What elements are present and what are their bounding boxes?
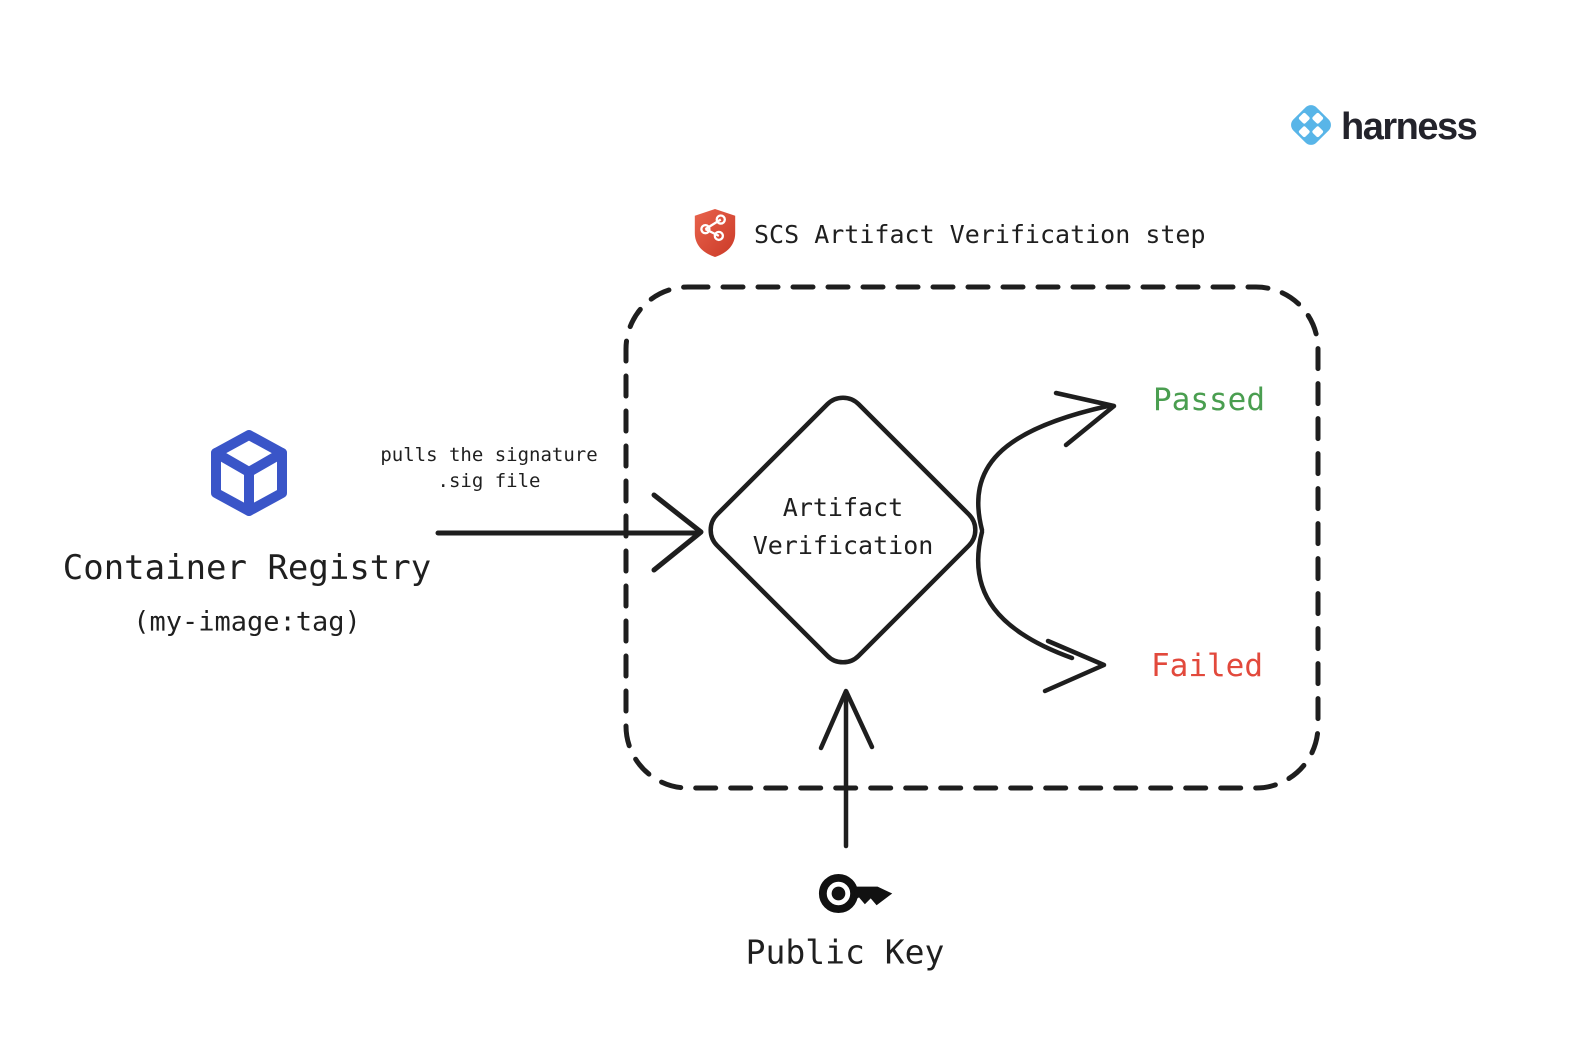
failed-arrow-head (1042, 638, 1107, 694)
key-arrow-head (818, 688, 875, 751)
container-cube-icon (209, 429, 289, 521)
step-title: SCS Artifact Verification step (754, 220, 1206, 249)
registry-title: Container Registry (62, 548, 432, 588)
passed-branch-curve (976, 403, 1111, 533)
outcome-failed-label: Failed (1151, 648, 1263, 684)
outcome-passed-label: Passed (1153, 382, 1265, 418)
pull-edge-label-line2: .sig file (437, 470, 541, 492)
public-key-label: Public Key (745, 932, 945, 972)
passed-arrow-head (1053, 390, 1117, 448)
supply-chain-shield-icon (690, 207, 740, 263)
registry-subtitle: (my-image:tag) (133, 606, 361, 638)
step-header: SCS Artifact Verification step (690, 207, 1206, 263)
decision-label-line1: Artifact (782, 493, 904, 522)
verification-step-boundary (623, 284, 1321, 791)
pull-edge-label-line1: pulls the signature (380, 444, 598, 466)
decision-label-line2: Verification (752, 531, 934, 560)
failed-branch-curve (975, 529, 1075, 661)
brand-wordmark: harness (1341, 106, 1478, 148)
brand-logo: harness (1286, 100, 1478, 154)
pull-edge-label: pulls the signature .sig file (380, 442, 597, 494)
harness-logo-icon (1286, 100, 1336, 154)
key-icon (816, 866, 902, 925)
pull-arrow-head (651, 492, 704, 573)
decision-label: Artifact Verification (753, 489, 934, 565)
decision-diamond (708, 395, 978, 665)
